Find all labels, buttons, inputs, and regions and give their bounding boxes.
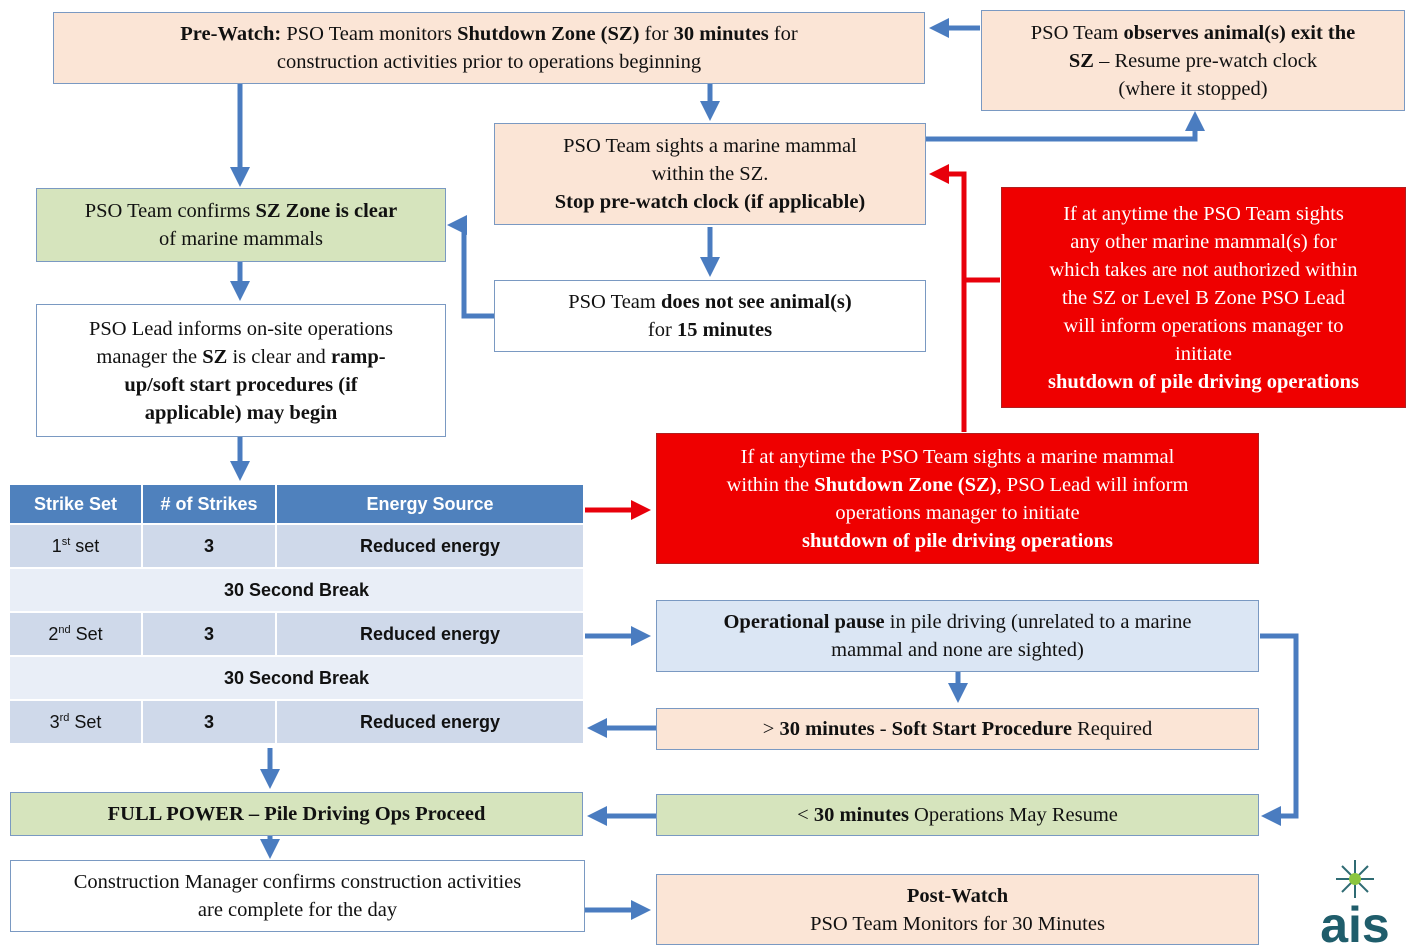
does-not-see-box: PSO Team does not see animal(s) for 15 m…	[494, 280, 926, 352]
arrow-pause-to-lt30	[1260, 633, 1299, 826]
energy-cell: Reduced energy	[277, 613, 585, 657]
energy-cell: Reduced energy	[277, 525, 585, 569]
operational-pause-box: Operational pause in pile driving (unrel…	[656, 600, 1259, 672]
strikes-cell: 3	[143, 525, 277, 569]
red-other-mammal-box: If at anytime the PSO Team sights any ot…	[1001, 187, 1406, 408]
col-strike-set: Strike Set	[10, 485, 143, 525]
strike-set-cell: 3rd Set	[10, 701, 143, 745]
strike-table: Strike Set # of Strikes Energy Source 1s…	[10, 485, 585, 745]
energy-cell: Reduced energy	[277, 701, 585, 745]
svg-text:ais: ais	[1320, 897, 1390, 945]
arrow-red-to-sights	[929, 164, 967, 432]
table-row: 2nd Set 3 Reduced energy	[10, 613, 585, 657]
confirms-clear-box: PSO Team confirms SZ Zone is clear of ma…	[36, 188, 446, 262]
break-cell: 30 Second Break	[10, 569, 585, 613]
gt30-box: > 30 minutes - Soft Start Procedure Requ…	[656, 708, 1259, 750]
lt30-box: < 30 minutes Operations May Resume	[656, 794, 1259, 836]
sights-mammal-box: PSO Team sights a marine mammal within t…	[494, 123, 926, 225]
ais-logo: ais	[1320, 860, 1390, 945]
lead-informs-box: PSO Lead informs on-site operations mana…	[36, 304, 446, 437]
observes-exit-box: PSO Team observes animal(s) exit the SZ …	[981, 10, 1405, 111]
table-header-row: Strike Set # of Strikes Energy Source	[10, 485, 585, 525]
table-break-row: 30 Second Break	[10, 657, 585, 701]
full-power-box: FULL POWER – Pile Driving Ops Proceed	[10, 792, 583, 836]
break-cell: 30 Second Break	[10, 657, 585, 701]
table-row: 1st set 3 Reduced energy	[10, 525, 585, 569]
strike-set-cell: 1st set	[10, 525, 143, 569]
red-sz-box: If at anytime the PSO Team sights a mari…	[656, 433, 1259, 564]
construction-complete-box: Construction Manager confirms constructi…	[10, 860, 585, 932]
table-break-row: 30 Second Break	[10, 569, 585, 613]
col-num-strikes: # of Strikes	[143, 485, 277, 525]
strikes-cell: 3	[143, 701, 277, 745]
arrow-notsee-to-confirms	[447, 215, 494, 319]
postwatch-box: Post-Watch PSO Team Monitors for 30 Minu…	[656, 874, 1259, 945]
table-row: 3rd Set 3 Reduced energy	[10, 701, 585, 745]
prewatch-box: Pre-Watch: PSO Team monitors Shutdown Zo…	[53, 12, 925, 84]
col-energy-source: Energy Source	[277, 485, 585, 525]
strike-set-cell: 2nd Set	[10, 613, 143, 657]
arrow-sights-to-observe	[926, 111, 1205, 142]
strikes-cell: 3	[143, 613, 277, 657]
